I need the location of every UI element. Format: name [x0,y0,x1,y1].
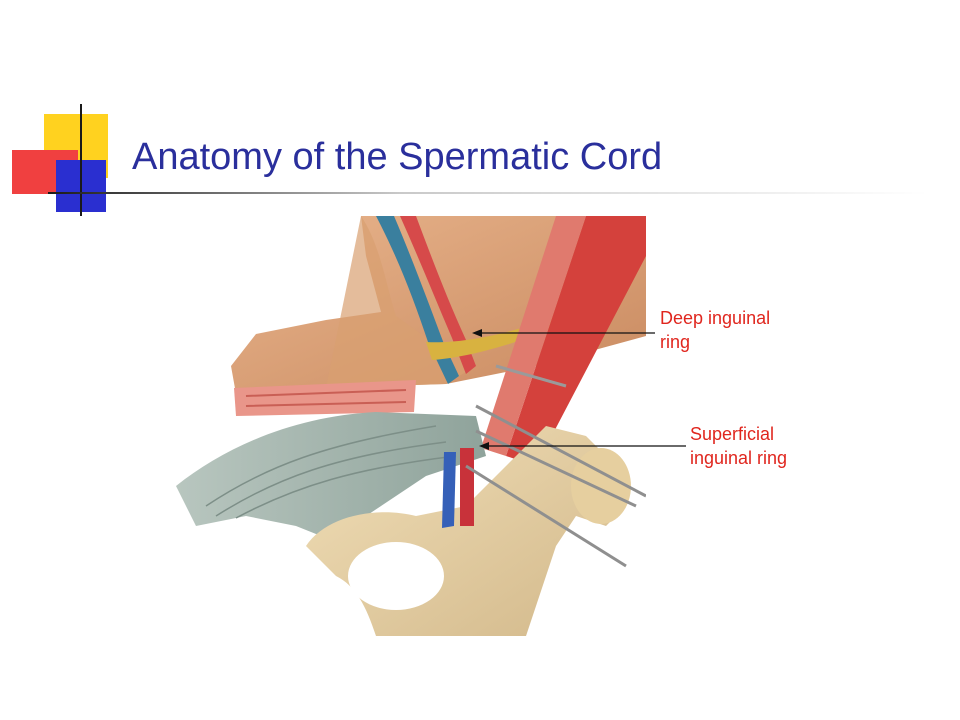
fascia-lines [205,425,457,519]
probe-wire-4 [495,364,567,388]
femoral-head [571,448,631,524]
red-muscle-strip [506,216,646,466]
cord-blue-vessel [442,452,456,528]
title-underline-rule [48,192,928,194]
blue-vessel-upper [376,216,459,384]
obturator-foramen [348,542,444,610]
slide-title: Anatomy of the Spermatic Cord [132,136,663,178]
probe-wire-1 [475,404,646,498]
rectus-band [234,380,416,416]
red-vessel-upper [400,216,476,374]
rectus-band-lines [245,389,407,407]
cord-red-vessel [460,448,474,526]
superficial-inguinal-ring-label: Superficial inguinal ring [690,424,788,468]
anatomy-illustration [176,216,646,636]
deco-vertical-line [80,104,82,216]
deep-inguinal-ring-label: Deep inguinal ring [660,308,771,352]
probe-wire-2 [475,429,637,508]
yellow-band [426,276,628,360]
probe-wire-3 [465,464,627,568]
red-muscle-strip-2 [481,216,586,456]
